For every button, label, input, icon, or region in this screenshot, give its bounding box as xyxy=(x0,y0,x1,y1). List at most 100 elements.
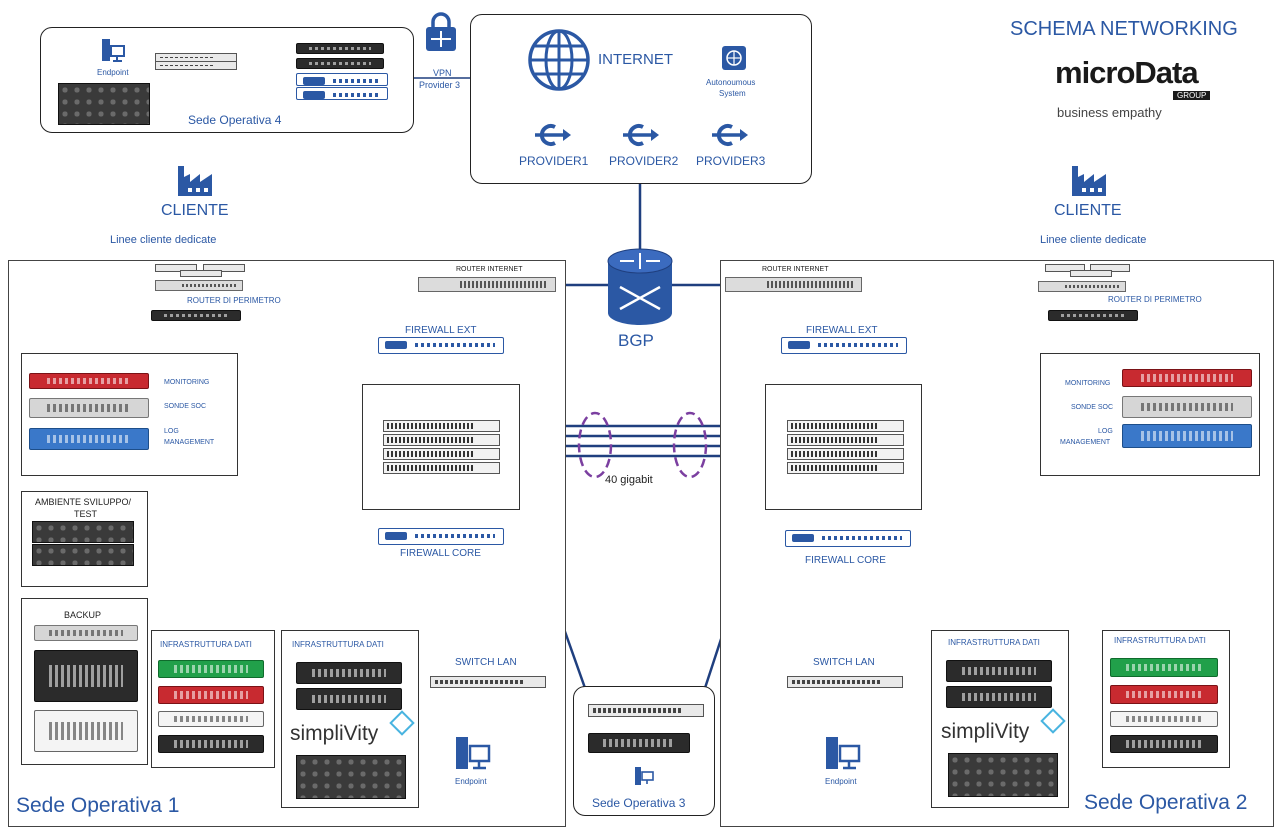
site1-endpoint-icon xyxy=(456,737,491,770)
internet-box xyxy=(470,14,812,184)
site2-monitoring-label: MONITORING xyxy=(1065,380,1111,387)
site4-switch-2 xyxy=(155,61,237,70)
site2-infra1-label: INFRASTRUTTURA DATI xyxy=(948,638,1040,647)
site1-switch-lan-label: SWITCH LAN xyxy=(455,657,517,668)
site1-backup-tape xyxy=(34,650,138,702)
site1-client-switch-1 xyxy=(155,264,197,272)
site1-log-server xyxy=(29,428,149,450)
site4-endpoint-label: Endpoint xyxy=(97,68,129,77)
client-right-title: CLIENTE xyxy=(1054,202,1122,219)
site1-sonde-server xyxy=(29,398,149,418)
provider2-label: PROVIDER2 xyxy=(609,154,679,168)
site1-infra1-server-green xyxy=(158,660,264,678)
site2-firewall-core xyxy=(785,530,911,547)
site4-firewall-2 xyxy=(296,87,388,100)
site2-perimeter-router xyxy=(1048,310,1138,321)
site1-router-internet-label: ROUTER INTERNET xyxy=(456,266,523,273)
site2-monitoring-server xyxy=(1122,369,1252,387)
site3-endpoint-icon xyxy=(635,767,654,785)
site1-client-switch-2 xyxy=(203,264,245,272)
site1-dev-label-1: AMBIENTE SVILUPPO/ xyxy=(35,497,132,507)
site3-server xyxy=(588,733,690,753)
site1-label: Sede Operativa 1 xyxy=(16,794,180,817)
site2-infra2-server-dark xyxy=(1110,735,1218,753)
site2-router-internet-label: ROUTER INTERNET xyxy=(762,266,829,273)
site1-infra1-server-dark xyxy=(158,735,264,753)
site1-firewall-core-label: FIREWALL CORE xyxy=(400,548,481,559)
provider3-icon xyxy=(712,124,748,146)
site2-sonde-label: SONDE SOC xyxy=(1071,404,1114,411)
vpn-line2: Provider 3 xyxy=(419,80,461,90)
site2-infra2-server-white xyxy=(1110,711,1218,727)
site1-dev-server-2 xyxy=(32,544,134,566)
site1-infra2-server-2 xyxy=(296,688,402,710)
provider3-label: PROVIDER3 xyxy=(696,154,766,168)
site1-endpoint-label: Endpoint xyxy=(455,777,487,786)
site2-infra2-label: INFRASTRUTTURA DATI xyxy=(1114,636,1206,645)
site2-firewall-ext-label: FIREWALL EXT xyxy=(806,325,878,336)
site1-firewall-core xyxy=(378,528,504,545)
site1-core-box xyxy=(362,384,520,510)
bgp-label: BGP xyxy=(618,331,654,350)
site3-switch xyxy=(588,704,704,717)
site1-backup-label: BACKUP xyxy=(64,610,102,620)
site1-perimeter-router xyxy=(151,310,241,321)
autonomous-system-line1: Autonoumous xyxy=(706,78,756,87)
site1-backup-server-1 xyxy=(34,625,138,641)
site1-core-switch-2 xyxy=(383,434,500,446)
site2-infra1-server-2 xyxy=(946,686,1052,708)
site2-simplivity-logo: simpliVity xyxy=(941,720,1030,743)
site1-sonde-label: SONDE SOC xyxy=(164,403,207,410)
site1-router-perimetro-label: ROUTER DI PERIMETRO xyxy=(187,296,281,305)
site1-switch-lan xyxy=(430,676,546,688)
site1-log-label-2: MANAGEMENT xyxy=(164,439,215,446)
site2-client-switch-3 xyxy=(1070,270,1112,277)
client-right-sub: Linee cliente dedicate xyxy=(1040,234,1147,246)
site1-infra1-server-white xyxy=(158,711,264,727)
logo-tagline: business empathy xyxy=(1057,105,1162,120)
site2-endpoint-label: Endpoint xyxy=(825,777,857,786)
site1-router-internet xyxy=(418,277,556,292)
site1-infra2-storage xyxy=(296,755,406,799)
site4-storage xyxy=(58,83,150,125)
site2-infra2-server-green xyxy=(1110,658,1218,677)
microdata-logo: microData GROUP business empathy xyxy=(1055,55,1245,125)
site1-monitoring-server xyxy=(29,373,149,389)
logo-group: GROUP xyxy=(1173,91,1211,100)
site2-client-switch-1 xyxy=(1045,264,1085,272)
globe-icon xyxy=(528,29,590,91)
logo-text: microData xyxy=(1055,55,1199,90)
vpn-lock-icon xyxy=(426,12,456,51)
site2-core-switch-1 xyxy=(787,420,904,432)
site1-core-switch-3 xyxy=(383,448,500,460)
client-left-sub: Linee cliente dedicate xyxy=(110,234,217,246)
site3-label: Sede Operativa 3 xyxy=(592,796,686,810)
site1-dev-label-2: TEST xyxy=(74,509,98,519)
vpn-line1: VPN xyxy=(433,68,452,78)
autonomous-system-line2: System xyxy=(719,89,746,98)
site1-monitoring-label: MONITORING xyxy=(164,379,210,386)
provider1-label: PROVIDER1 xyxy=(519,154,589,168)
site1-infra2-label: INFRASTRUTTURA DATI xyxy=(292,640,384,649)
site4-label: Sede Operativa 4 xyxy=(188,113,282,127)
site2-core-switch-4 xyxy=(787,462,904,474)
site2-firewall-core-label: FIREWALL CORE xyxy=(805,555,886,566)
site1-infra1-server-red xyxy=(158,686,264,704)
site2-core-switch-3 xyxy=(787,448,904,460)
site1-dev-server-1 xyxy=(32,521,134,543)
site2-core-box xyxy=(765,384,922,510)
endpoint-pc-icon xyxy=(102,39,125,62)
site2-infra1-storage xyxy=(948,753,1058,797)
site2-label: Sede Operativa 2 xyxy=(1084,791,1248,814)
site2-infra2-server-red xyxy=(1110,685,1218,704)
autonomous-system-icon xyxy=(722,46,746,70)
site2-log-label-1: LOG xyxy=(1098,428,1113,435)
site1-core-switch-4 xyxy=(383,462,500,474)
site2-perimeter-router-top xyxy=(1038,281,1126,292)
site2-router-internet xyxy=(725,277,862,292)
bgp-router-icon xyxy=(607,248,673,325)
site2-log-server xyxy=(1122,424,1252,448)
site2-infra1-server-1 xyxy=(946,660,1052,682)
site4-server-2 xyxy=(296,58,384,69)
factory-icon-left xyxy=(178,166,212,196)
